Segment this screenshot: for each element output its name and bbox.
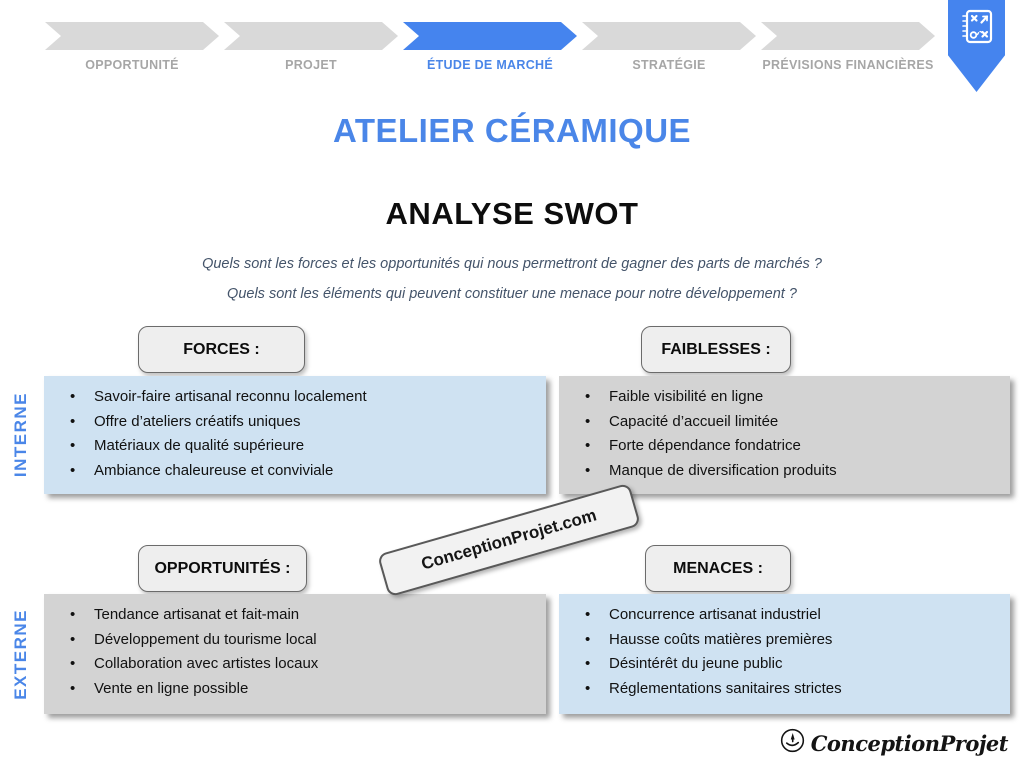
process-bar: OPPORTUNITÉ PROJET ÉTUDE DE MARCHÉ STRAT… bbox=[45, 0, 935, 72]
page-title: ATELIER CÉRAMIQUE bbox=[332, 112, 692, 149]
list-item: Forte dépendance fondatrice bbox=[565, 434, 1004, 459]
list-item: Réglementations sanitaires strictes bbox=[565, 677, 1004, 702]
list-item: Collaboration avec artistes locaux bbox=[50, 652, 540, 677]
list-item: Offre d’ateliers créatifs uniques bbox=[50, 410, 540, 435]
list-item: Ambiance chaleureuse et conviviale bbox=[50, 459, 540, 484]
chevron-shape bbox=[761, 22, 935, 50]
axis-label-interne: INTERNE bbox=[4, 376, 38, 494]
bookmark-ribbon bbox=[948, 0, 1005, 92]
brand-logo-text: ConceptionProjet bbox=[810, 730, 1009, 756]
forces-list: Savoir-faire artisanal reconnu localemen… bbox=[44, 376, 546, 483]
page-subtitle: ANALYSE SWOT bbox=[385, 196, 639, 231]
list-item: Désintérêt du jeune public bbox=[565, 652, 1004, 677]
axis-label-text: EXTERNE bbox=[11, 608, 30, 700]
step-label-strategie[interactable]: STRATÉGIE bbox=[632, 58, 706, 72]
step-label-opportunite[interactable]: OPPORTUNITÉ bbox=[85, 58, 179, 72]
step-label-projet[interactable]: PROJET bbox=[285, 58, 337, 72]
list-item: Développement du tourisme local bbox=[50, 628, 540, 653]
menaces-header: MENACES : bbox=[645, 545, 791, 592]
watermark-text: ConceptionProjet.com bbox=[419, 505, 599, 574]
strategy-plan-icon bbox=[959, 8, 995, 53]
chevron-labels-row: OPPORTUNITÉ PROJET ÉTUDE DE MARCHÉ STRAT… bbox=[45, 58, 935, 72]
list-item: Manque de diversification produits bbox=[565, 459, 1004, 484]
opportunites-panel: Tendance artisanat et fait-main Développ… bbox=[44, 594, 546, 714]
step-projet[interactable] bbox=[224, 22, 398, 50]
list-item: Faible visibilité en ligne bbox=[565, 385, 1004, 410]
question-line-2: Quels sont les éléments qui peuvent cons… bbox=[227, 286, 797, 302]
brand-logo: ConceptionProjet bbox=[780, 728, 1009, 758]
forces-panel: Savoir-faire artisanal reconnu localemen… bbox=[44, 376, 546, 494]
opportunites-list: Tendance artisanat et fait-main Développ… bbox=[44, 594, 546, 701]
hand-idea-icon bbox=[780, 728, 805, 758]
step-previsions-financieres[interactable] bbox=[761, 22, 935, 50]
step-label-etude-de-marche[interactable]: ÉTUDE DE MARCHÉ bbox=[426, 58, 554, 72]
chevron-row bbox=[45, 22, 935, 50]
chevron-shape bbox=[582, 22, 756, 50]
list-item: Concurrence artisanat industriel bbox=[565, 603, 1004, 628]
chevron-shape bbox=[403, 22, 577, 50]
step-opportunite[interactable] bbox=[45, 22, 219, 50]
question-line-1: Quels sont les forces et les opportunité… bbox=[202, 256, 822, 272]
list-item: Matériaux de qualité supérieure bbox=[50, 434, 540, 459]
axis-label-text: INTERNE bbox=[11, 392, 30, 478]
forces-header: FORCES : bbox=[138, 326, 305, 373]
step-etude-de-marche[interactable] bbox=[403, 22, 577, 50]
list-item: Tendance artisanat et fait-main bbox=[50, 603, 540, 628]
menaces-list: Concurrence artisanat industriel Hausse … bbox=[559, 594, 1010, 701]
faiblesses-list: Faible visibilité en ligne Capacité d’ac… bbox=[559, 376, 1010, 483]
list-item: Savoir-faire artisanal reconnu localemen… bbox=[50, 385, 540, 410]
list-item: Vente en ligne possible bbox=[50, 677, 540, 702]
menaces-panel: Concurrence artisanat industriel Hausse … bbox=[559, 594, 1010, 714]
step-label-previsions-financieres[interactable]: PRÉVISIONS FINANCIÈRES bbox=[762, 58, 934, 72]
faiblesses-panel: Faible visibilité en ligne Capacité d’ac… bbox=[559, 376, 1010, 494]
opportunites-header: OPPORTUNITÉS : bbox=[138, 545, 307, 592]
list-item: Capacité d’accueil limitée bbox=[565, 410, 1004, 435]
chevron-shape bbox=[45, 22, 219, 50]
step-strategie[interactable] bbox=[582, 22, 756, 50]
faiblesses-header: FAIBLESSES : bbox=[641, 326, 791, 373]
watermark-badge: ConceptionProjet.com bbox=[377, 482, 641, 598]
axis-label-externe: EXTERNE bbox=[4, 594, 38, 714]
chevron-shape bbox=[224, 22, 398, 50]
list-item: Hausse coûts matières premières bbox=[565, 628, 1004, 653]
